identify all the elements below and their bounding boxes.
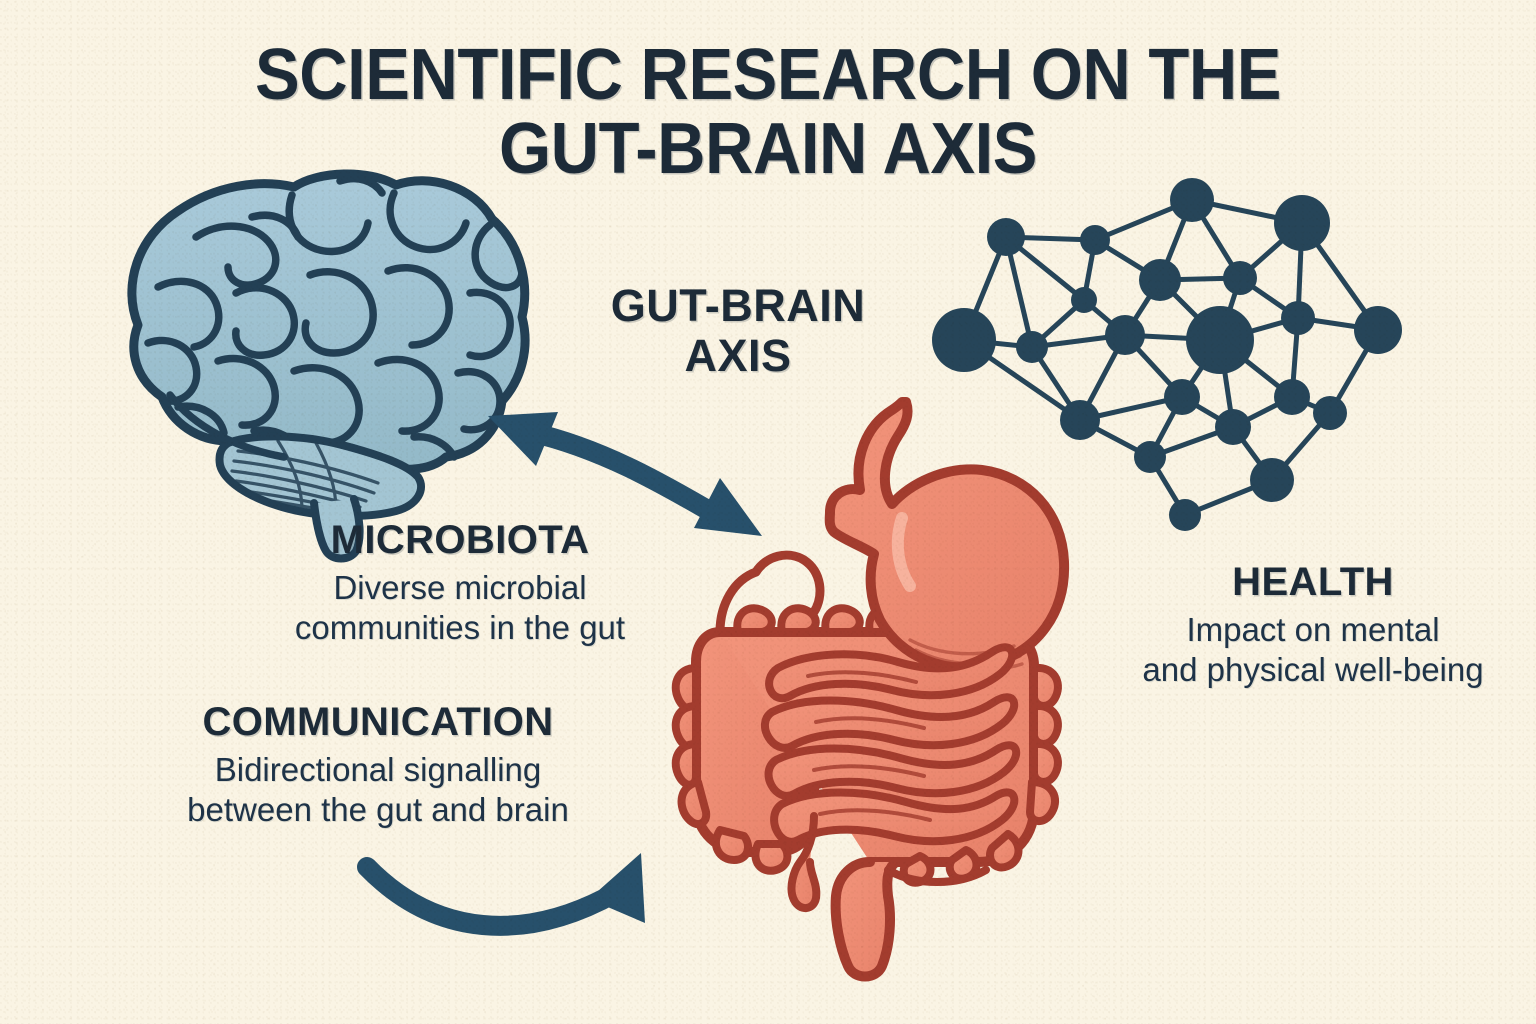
- gut-arrow: [357, 853, 645, 936]
- microbiota-block: MICROBIOTA Diverse microbial communities…: [235, 518, 685, 649]
- health-block: HEALTH Impact on mental and physical wel…: [1093, 560, 1533, 691]
- digestive-system-illustration: [671, 397, 1070, 982]
- health-body: Impact on mental and physical well-being: [1142, 611, 1484, 689]
- bidirectional-arrow: [488, 412, 762, 536]
- communication-body: Bidirectional signalling between the gut…: [187, 751, 569, 829]
- page-title: SCIENTIFIC RESEARCH ON THE GUT-BRAIN AXI…: [255, 35, 1281, 190]
- center-label: GUT-BRAIN AXIS: [610, 280, 866, 382]
- brain-illustration: [127, 169, 530, 563]
- communication-heading: COMMUNICATION: [202, 700, 554, 744]
- microbiota-heading: MICROBIOTA: [330, 518, 590, 562]
- communication-block: COMMUNICATION Bidirectional signalling b…: [108, 700, 648, 831]
- health-heading: HEALTH: [1232, 560, 1394, 604]
- microbiota-body: Diverse microbial communities in the gut: [294, 569, 626, 647]
- network-graph-illustration: [932, 178, 1402, 531]
